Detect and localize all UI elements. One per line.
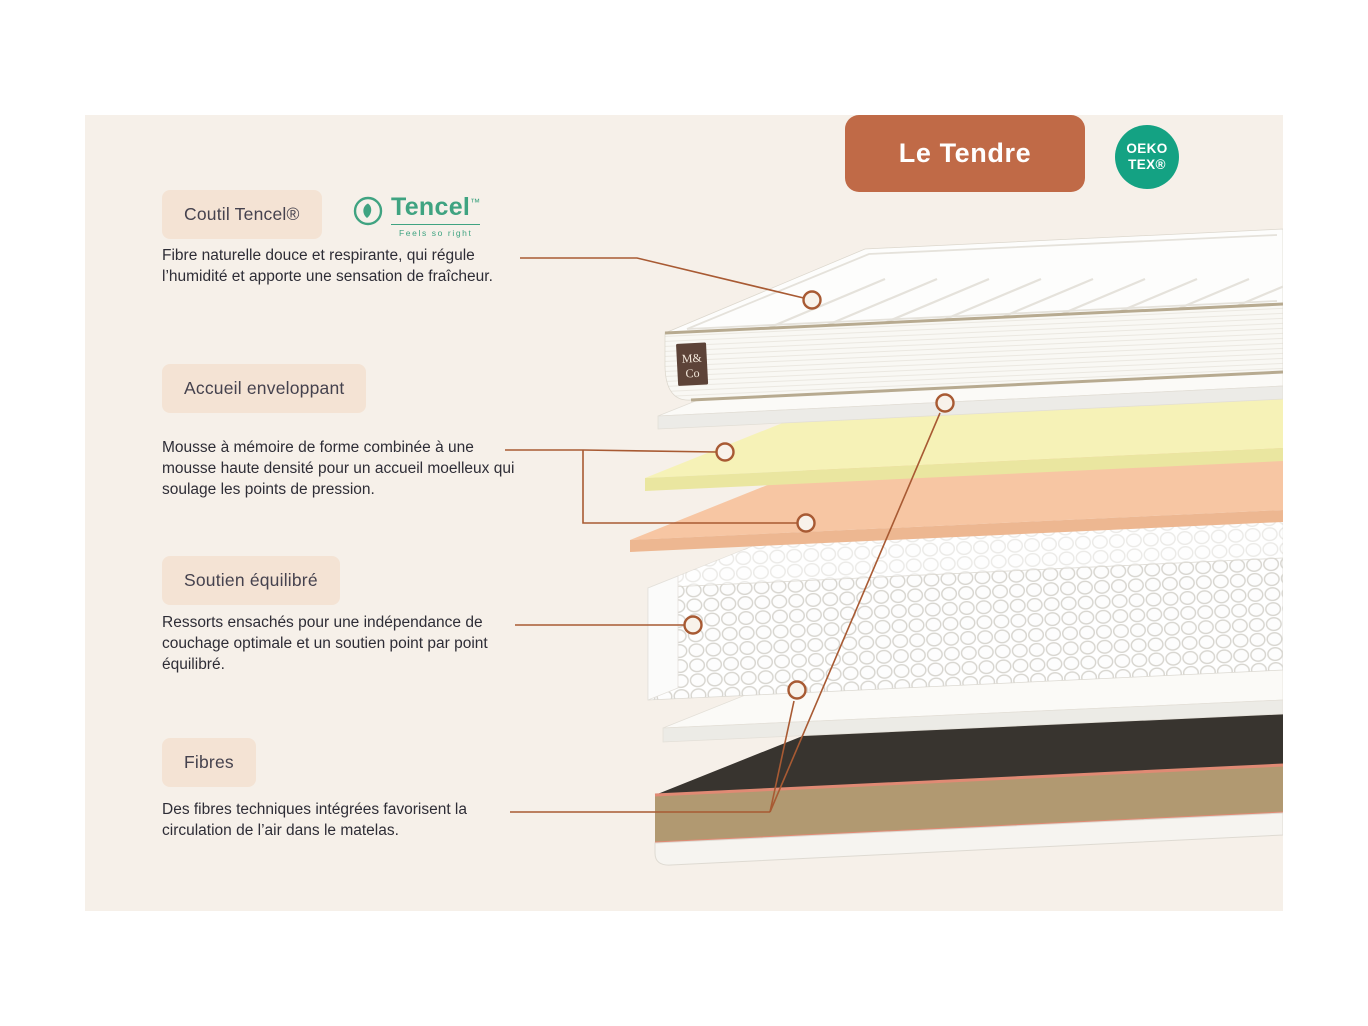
section-description-fibres: Des fibres techniques intégrées favorise… <box>162 801 467 839</box>
product-name: Le Tendre <box>898 138 1032 168</box>
brand-tag: M& Co <box>676 342 709 386</box>
section-description-accueil-enveloppant: Mousse à mémoire de forme combinée à une… <box>162 439 515 498</box>
section-description-soutien-equilibre: Ressorts ensachés pour une indépendance … <box>162 614 488 673</box>
diagram-canvas: M& Co <box>85 115 1283 911</box>
marker-springs <box>683 615 703 635</box>
oeko-line: OEKO <box>1126 141 1168 157</box>
section-label-accueil-enveloppant: Accueil enveloppant <box>162 364 367 413</box>
marker-fibers <box>787 680 807 700</box>
quilt-layer: M& Co <box>664 228 1283 402</box>
oeko-line: TEX® <box>1128 157 1166 172</box>
section-label-text: Accueil enveloppant <box>184 378 345 398</box>
section-label-soutien-equilibre: Soutien équilibré <box>162 556 340 605</box>
piping-line <box>654 763 1283 797</box>
tencel-name: Tencel™ <box>391 193 481 221</box>
marker-quilt <box>802 290 822 310</box>
marker-yellow-foam <box>715 442 735 462</box>
section-label-text: Coutil Tencel® <box>184 204 300 224</box>
section-description-coutil-tencel: Fibre naturelle douce et respirante, qui… <box>162 247 493 285</box>
brand-tag-text: M& <box>681 351 702 366</box>
mattress-illustration: M& Co <box>505 228 1283 866</box>
piping-line <box>690 370 1283 402</box>
tencel-logo: Tencel™ Feels so right <box>352 193 481 238</box>
marker-peach-foam <box>796 513 816 533</box>
connector-fibres-a <box>769 700 795 813</box>
connector-fibres-b <box>769 412 941 813</box>
marker-white-foam <box>935 393 955 413</box>
section-label-coutil-tencel: Coutil Tencel® <box>162 190 322 239</box>
connector-accueil-b <box>582 450 797 524</box>
quilt-stitching <box>665 277 1283 333</box>
product-name-badge: Le Tendre <box>845 115 1085 192</box>
connector-lines <box>505 257 941 813</box>
section-label-text: Fibres <box>184 752 234 772</box>
connector-coutil <box>520 257 813 301</box>
layer-markers <box>683 290 955 700</box>
section-label-text: Soutien équilibré <box>184 570 318 590</box>
tencel-leaf-icon <box>353 196 383 226</box>
brand-tag-text: Co <box>685 366 700 381</box>
tencel-wordmark: Tencel™ Feels so right <box>391 193 481 238</box>
oeko-tex-badge: OEKO TEX® <box>1115 125 1179 189</box>
connector-accueil-a <box>505 449 717 453</box>
tencel-tagline: Feels so right <box>391 224 481 238</box>
piping-line <box>664 302 1283 335</box>
section-label-fibres: Fibres <box>162 738 256 787</box>
